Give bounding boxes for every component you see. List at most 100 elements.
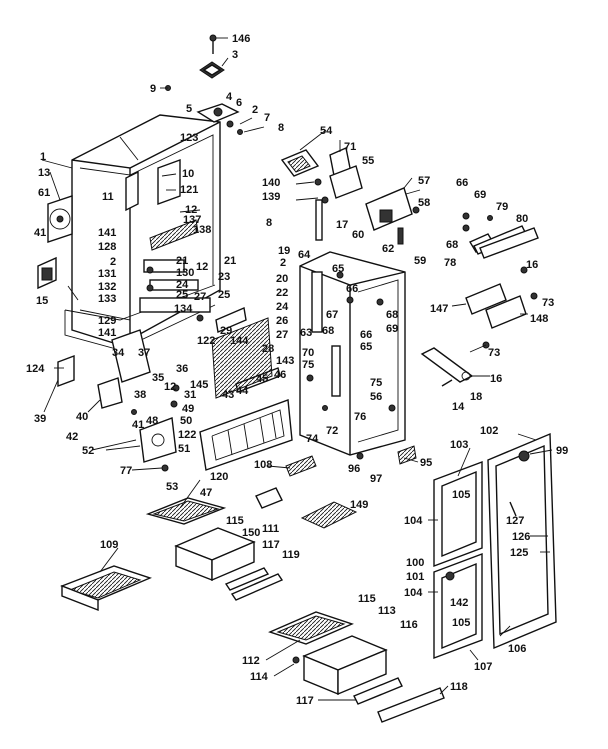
cabinet-assembly	[37, 34, 243, 472]
label-47: 47	[200, 487, 212, 499]
label-19: 19	[278, 245, 290, 257]
label-26: 26	[276, 315, 288, 327]
label-79: 79	[496, 201, 508, 213]
label-53: 53	[166, 481, 178, 493]
label-66a: 66	[346, 283, 358, 295]
label-64: 64	[298, 249, 311, 261]
label-25b: 25	[218, 289, 230, 301]
label-49: 49	[182, 403, 194, 415]
grille-panel	[199, 307, 293, 471]
inner-liner-assembly	[299, 251, 417, 465]
label-118: 118	[450, 681, 468, 693]
label-72: 72	[326, 425, 338, 437]
label-21: 21	[176, 255, 188, 267]
label-150: 150	[242, 527, 260, 539]
label-74: 74	[306, 433, 319, 445]
label-24b: 24	[276, 301, 289, 313]
label-112: 112	[242, 655, 260, 667]
label-35: 35	[152, 372, 164, 384]
label-8b: 8	[266, 217, 272, 229]
label-2b: 2	[110, 256, 116, 268]
label-11: 11	[102, 191, 114, 203]
label-22: 22	[276, 287, 288, 299]
label-115b: 115	[358, 593, 376, 605]
label-78: 78	[444, 257, 456, 269]
label-58: 58	[418, 197, 430, 209]
label-140: 140	[262, 177, 280, 189]
label-73a: 73	[542, 297, 554, 309]
label-127: 127	[506, 515, 524, 527]
label-69a: 69	[386, 323, 398, 335]
label-36: 36	[176, 363, 188, 375]
label-25: 25	[176, 289, 188, 301]
label-23: 23	[218, 271, 230, 283]
label-114: 114	[250, 671, 269, 683]
label-39: 39	[34, 413, 46, 425]
label-148: 148	[530, 313, 548, 325]
label-77: 77	[120, 465, 132, 477]
label-97: 97	[370, 473, 382, 485]
label-5: 5	[186, 103, 192, 115]
label-66c: 66	[456, 177, 468, 189]
label-3: 3	[232, 49, 238, 61]
control-housing	[280, 147, 420, 245]
label-24: 24	[176, 279, 189, 291]
label-146: 146	[232, 33, 250, 45]
label-37: 37	[138, 347, 150, 359]
label-123: 123	[180, 132, 198, 144]
label-131: 131	[98, 268, 116, 280]
label-100: 100	[406, 557, 424, 569]
label-52: 52	[82, 445, 94, 457]
label-38: 38	[134, 389, 146, 401]
label-18: 18	[470, 391, 482, 403]
label-10: 10	[182, 168, 194, 180]
label-54: 54	[320, 125, 333, 137]
label-29: 29	[220, 325, 232, 337]
label-62: 62	[382, 243, 394, 255]
label-12b: 12	[196, 261, 208, 273]
label-69b: 69	[474, 189, 486, 201]
label-117a: 117	[262, 539, 280, 551]
label-70: 70	[302, 347, 314, 359]
label-6: 6	[236, 97, 242, 109]
label-48: 48	[146, 415, 158, 427]
label-65: 65	[332, 263, 344, 275]
label-46: 46	[274, 369, 286, 381]
label-122b: 122	[178, 429, 196, 441]
label-124: 124	[26, 363, 45, 375]
label-68a: 68	[322, 325, 334, 337]
label-28: 28	[262, 343, 274, 355]
label-99: 99	[556, 445, 568, 457]
label-4: 4	[226, 91, 233, 103]
label-113: 113	[378, 605, 396, 617]
label-67: 67	[326, 309, 338, 321]
hinge-hardware	[420, 212, 539, 387]
label-133: 133	[98, 293, 116, 305]
label-139: 139	[262, 191, 280, 203]
label-144: 144	[230, 335, 249, 347]
label-80: 80	[516, 213, 528, 225]
label-102: 102	[480, 425, 498, 437]
leader-lines	[41, 37, 553, 701]
shelves-and-bins	[60, 455, 445, 723]
label-107: 107	[474, 661, 492, 673]
label-61: 61	[38, 187, 50, 199]
label-40: 40	[76, 411, 88, 423]
label-75b: 75	[370, 377, 382, 389]
label-149: 149	[350, 499, 368, 511]
label-111: 111	[262, 523, 279, 535]
label-119: 119	[282, 549, 300, 561]
label-27: 27	[194, 291, 206, 303]
part-number-labels: 146 3 9 4 5 6 2 7 8 123 1 10 13 61 11 12…	[26, 33, 568, 707]
label-31: 31	[184, 389, 196, 401]
label-14: 14	[452, 401, 465, 413]
label-109: 109	[100, 539, 118, 551]
label-27b: 27	[276, 329, 288, 341]
label-141b: 141	[98, 327, 116, 339]
label-108: 108	[254, 459, 272, 471]
label-104b: 104	[404, 587, 423, 599]
label-105b: 105	[452, 617, 470, 629]
label-13: 13	[38, 167, 50, 179]
label-1: 1	[40, 151, 46, 163]
label-21b: 21	[224, 255, 236, 267]
